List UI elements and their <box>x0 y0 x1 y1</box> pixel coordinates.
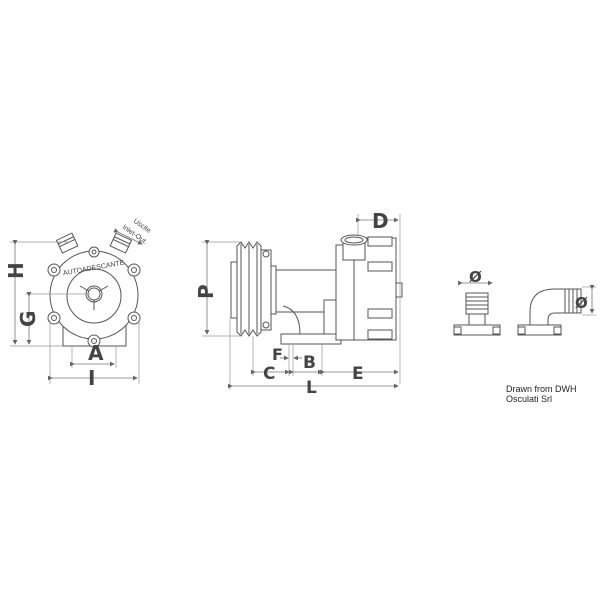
dim-F: F <box>272 345 283 364</box>
front-dimensions: H G A I <box>4 240 140 390</box>
elbow-fitting: Ø <box>517 285 596 336</box>
dim-D: D <box>372 209 389 233</box>
diameter-label-1: Ø <box>469 268 482 286</box>
dim-L: L <box>306 378 317 398</box>
dim-E: E <box>352 364 364 384</box>
dim-B: B <box>303 353 316 373</box>
diameter-label-2: Ø <box>575 294 588 312</box>
dim-H: H <box>4 262 28 279</box>
dim-P: P <box>194 284 218 299</box>
dim-A: A <box>88 341 104 365</box>
dim-I: I <box>88 366 95 390</box>
drawing-credit: Drawn from DWH Osculati Srl <box>506 384 577 404</box>
pump-front-view: AUTOADESCANTE Uscite Inlet-Out. <box>47 218 152 348</box>
dim-C: C <box>263 364 275 384</box>
side-dimensions: P D F C B E L <box>194 209 401 398</box>
pump-side-view <box>230 234 403 345</box>
dim-G: G <box>16 311 40 327</box>
straight-fitting: Ø <box>453 268 501 336</box>
